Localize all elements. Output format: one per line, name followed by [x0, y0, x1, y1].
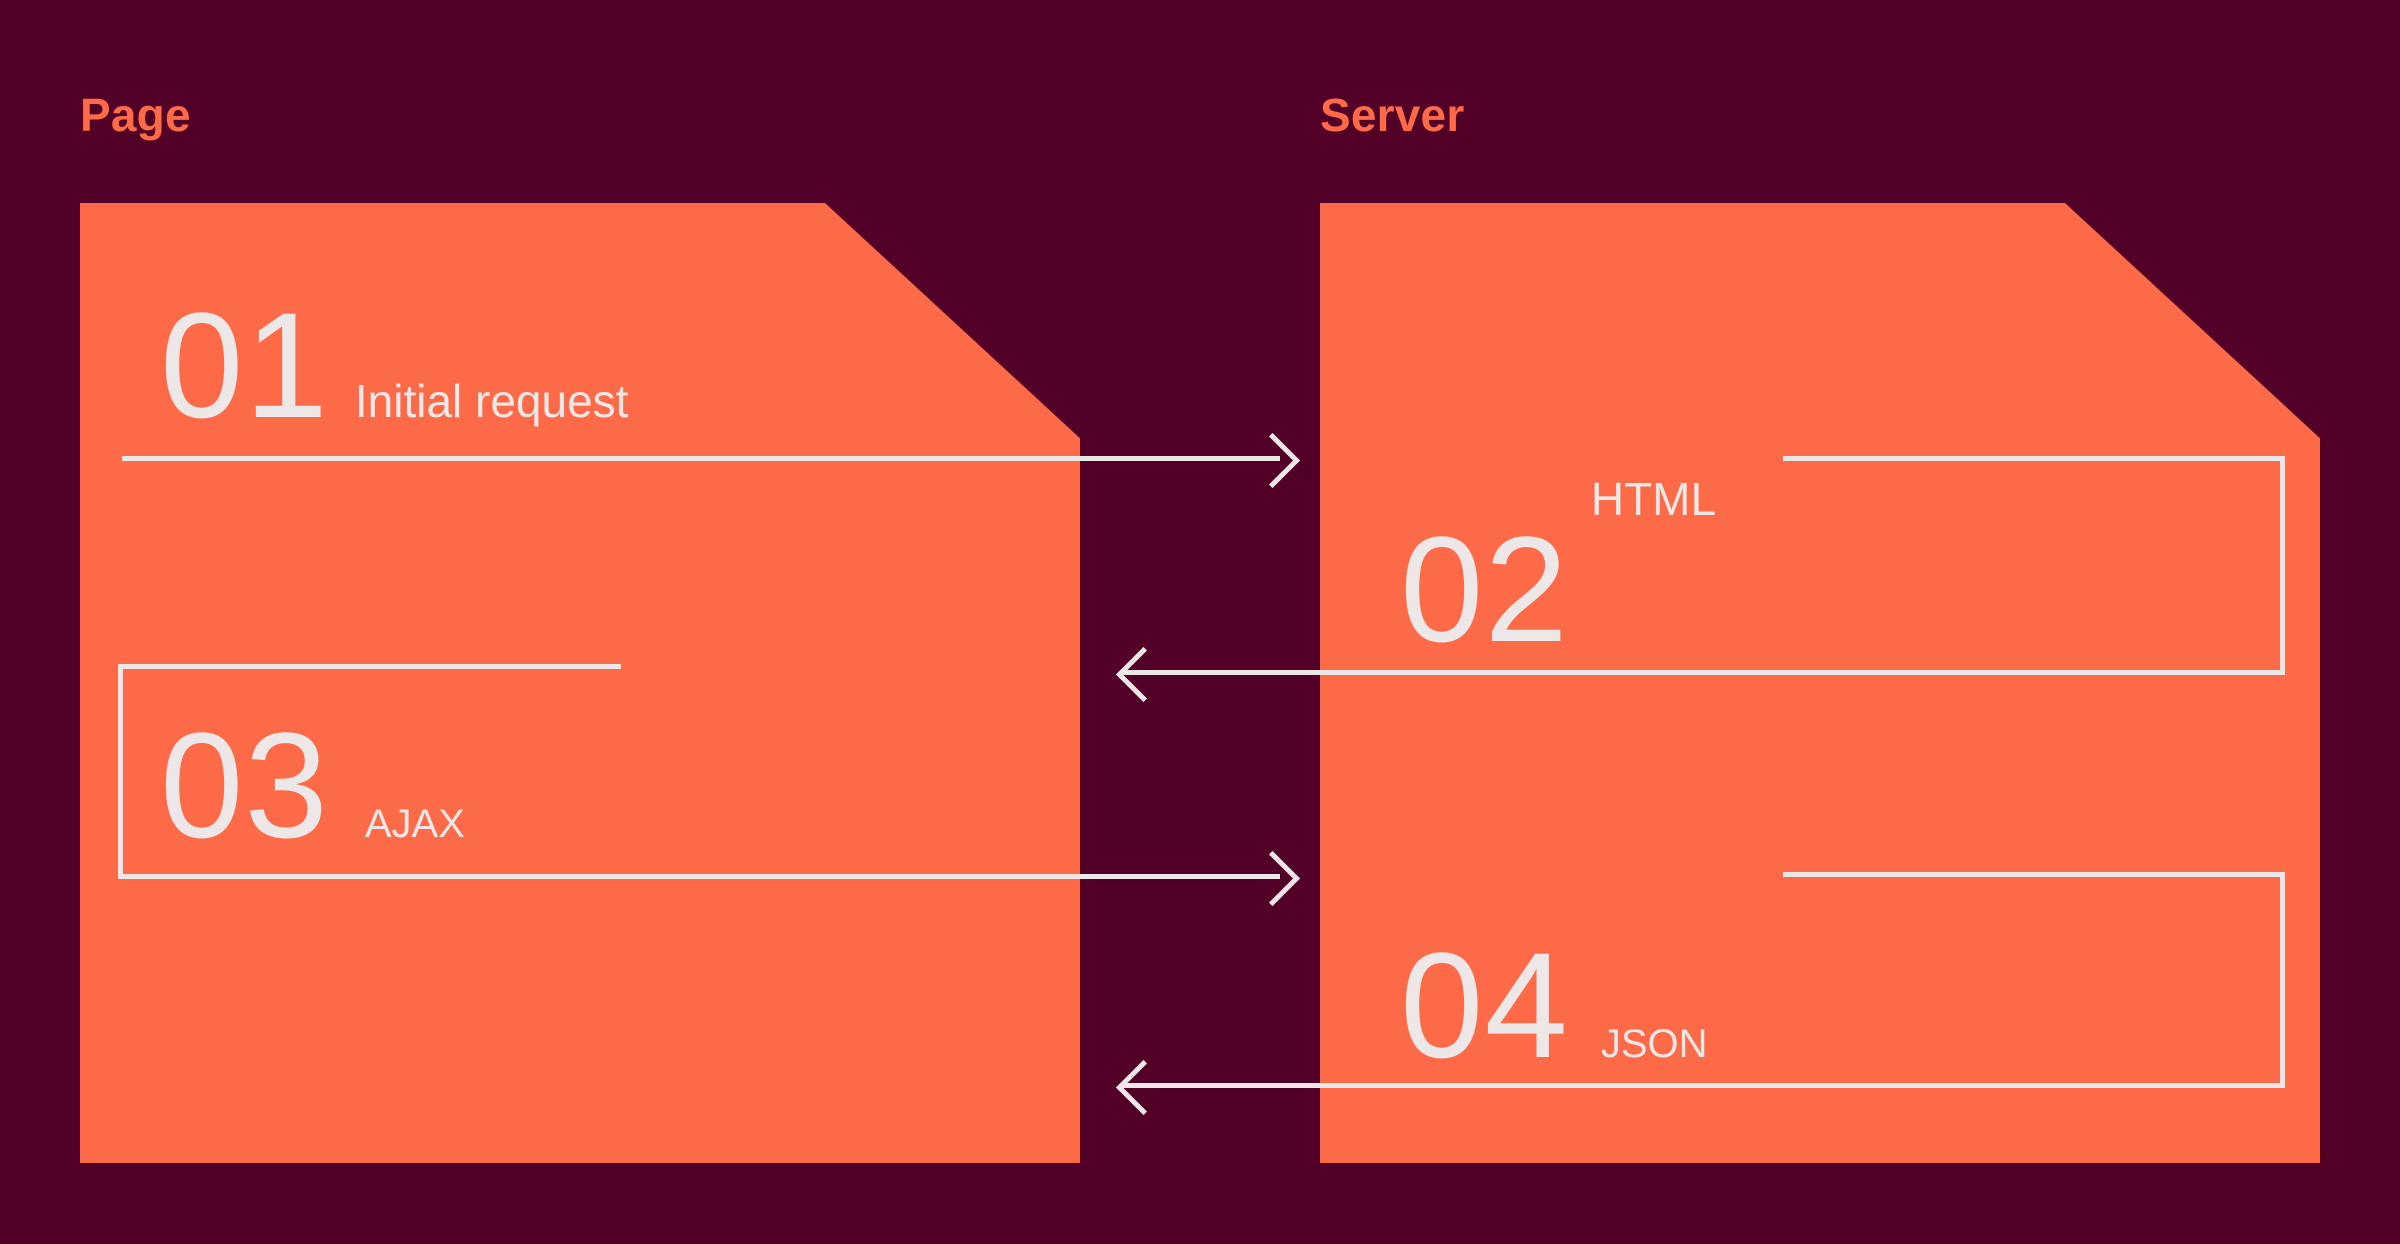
step-02-number: 02 [1400, 505, 1569, 673]
step-02-group: 02 HTML [1400, 470, 1717, 664]
arrow-02-line [1122, 670, 2285, 675]
step-03-group: 03 AJAX [160, 710, 465, 860]
panel-page [80, 203, 1080, 1163]
step-04-number: 04 [1400, 921, 1569, 1089]
step-03-number: 03 [160, 701, 329, 869]
step-02-frame-right [2280, 456, 2285, 675]
arrow-03-line [118, 874, 1280, 879]
step-04-frame-top [1783, 872, 2285, 877]
step-04-group: 04 JSON [1400, 930, 1708, 1080]
column-heading-page: Page [80, 89, 191, 141]
step-04-label: JSON [1600, 1022, 1708, 1066]
arrow-03-head-chevron-right-icon [1244, 850, 1301, 907]
arrow-04-line [1122, 1083, 2285, 1088]
arrow-02-head-chevron-left-icon [1115, 646, 1172, 703]
step-03-frame-top [118, 664, 621, 669]
step-01-label: Initial request [354, 375, 629, 427]
step-01-group: 01 Initial request [160, 290, 628, 440]
step-01-number: 01 [160, 281, 329, 449]
step-02-label: HTML [1590, 473, 1717, 525]
step-04-frame-right [2280, 872, 2285, 1087]
step-03-label: AJAX [364, 802, 465, 846]
step-02-frame-top [1783, 456, 2285, 461]
column-heading-server: Server [1320, 89, 1465, 141]
step-03-frame-left [118, 664, 123, 879]
arrow-01-head-chevron-right-icon [1244, 432, 1301, 489]
arrow-01-line [122, 456, 1280, 461]
panel-server [1320, 203, 2320, 1163]
arrow-04-head-chevron-left-icon [1115, 1059, 1172, 1116]
